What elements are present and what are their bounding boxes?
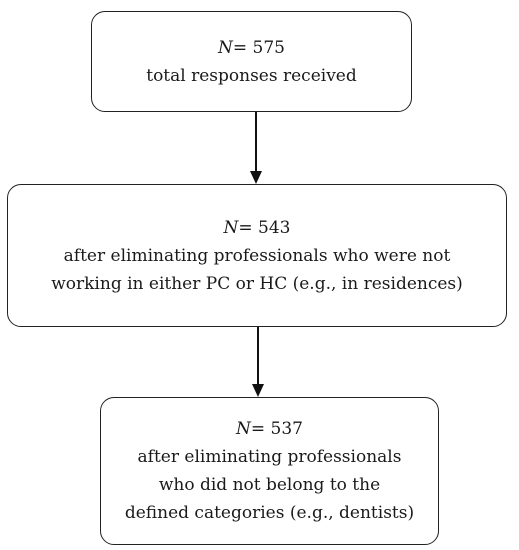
n-symbol: N xyxy=(236,419,251,439)
n-value: = 537 xyxy=(250,419,303,439)
box-description-line: defined categories (e.g., dentists) xyxy=(124,503,415,523)
box-description-line: after eliminating professionals xyxy=(137,447,402,467)
arrow-down-icon xyxy=(252,327,264,397)
arrow-down-icon xyxy=(250,112,262,184)
count-label: N= 543 xyxy=(224,214,291,242)
n-symbol: N xyxy=(223,217,239,238)
n-value: = 543 xyxy=(238,217,291,238)
flowchart-box-pc-hc-filter: N= 543 after eliminating professionals w… xyxy=(7,184,507,327)
box-description-line: working in either PC or HC (e.g., in res… xyxy=(51,273,463,294)
n-value: = 575 xyxy=(232,37,285,58)
count-label: N= 537 xyxy=(236,415,303,443)
box-description-line: who did not belong to the xyxy=(158,475,381,495)
count-label: N= 575 xyxy=(218,34,285,62)
flowchart-box-category-filter: N= 537 after eliminating professionals w… xyxy=(100,397,439,545)
n-symbol: N xyxy=(218,37,233,58)
box-description-line: total responses received xyxy=(146,65,357,86)
flowchart-box-total-responses: N= 575 total responses received xyxy=(91,11,412,112)
box-description-line: after eliminating professionals who were… xyxy=(63,245,451,266)
